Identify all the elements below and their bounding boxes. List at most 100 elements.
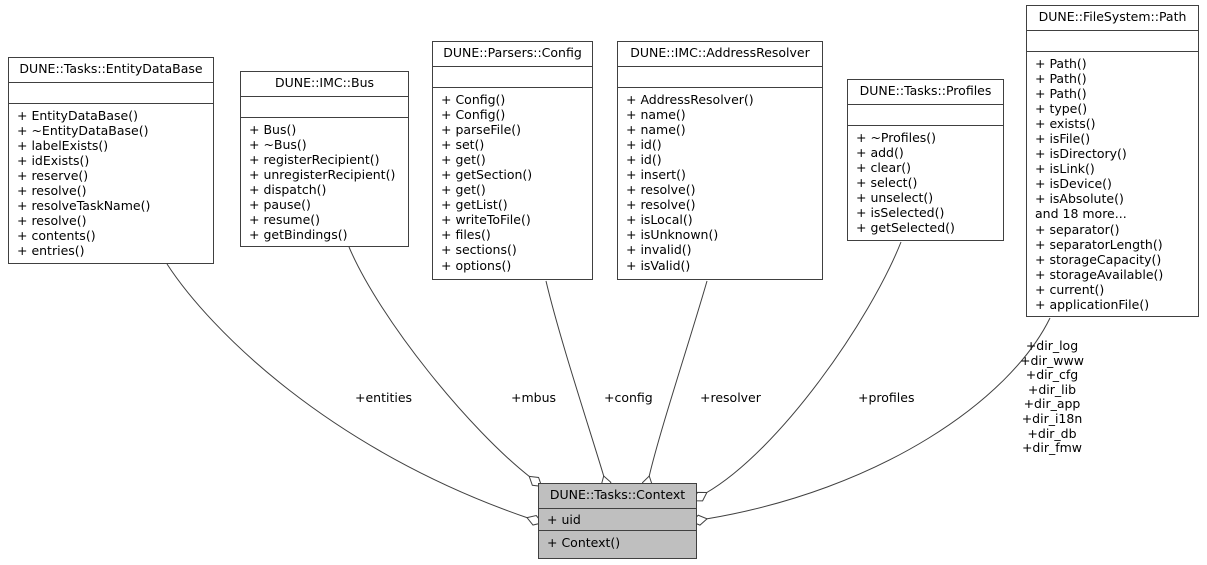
class-operation: + isDevice() (1035, 176, 1112, 192)
class-attributes (848, 105, 1003, 126)
class-operation: + ~Profiles() (856, 129, 937, 145)
class-attributes: + uid (539, 509, 696, 531)
class-attribute: + uid (547, 511, 581, 527)
class-title: DUNE::Tasks::Context (539, 484, 696, 509)
class-operation: + exists() (1035, 115, 1096, 131)
edge-label-line: +dir_db (1027, 425, 1077, 441)
class-operation: + storageCapacity() (1035, 251, 1162, 267)
uml-class-addressresolver[interactable]: DUNE::IMC::AddressResolver+ AddressResol… (617, 41, 823, 280)
class-operation: + applicationFile() (1035, 297, 1150, 312)
class-operation: + unregisterRecipient() (249, 166, 396, 182)
edge-line (545, 280, 605, 478)
class-operation: + resolveTaskName() (17, 198, 151, 214)
class-operation: + sections() (441, 242, 517, 258)
class-operation: + isAbsolute() (1035, 191, 1124, 207)
class-operation: + resolve() (626, 182, 696, 198)
class-operation: + Bus() (249, 121, 297, 137)
class-title: DUNE::Parsers::Config (433, 42, 592, 67)
edge-label-config: +config (604, 390, 653, 405)
class-operation: + Path() (1035, 55, 1087, 71)
uml-class-bus[interactable]: DUNE::IMC::Bus+ Bus()+ ~Bus()+ registerR… (240, 71, 409, 247)
edge-label-entities: +entities (355, 390, 413, 405)
class-operation: + resolve() (626, 197, 696, 213)
class-operation: + isLink() (1035, 161, 1095, 177)
class-operation: + EntityDataBase() (17, 107, 138, 123)
class-operation: + Path() (1035, 85, 1087, 101)
class-title: DUNE::Tasks::EntityDataBase (9, 58, 213, 83)
class-operation: + name() (626, 121, 686, 137)
class-operation: + writeToFile() (441, 212, 531, 228)
class-attributes (618, 67, 822, 88)
class-operation: + clear() (856, 159, 912, 175)
class-operation: + entries() (17, 243, 85, 259)
class-operation: + select() (856, 174, 918, 190)
edge-label-line: +dir_i18n (1021, 410, 1083, 426)
class-operation: + isUnknown() (626, 227, 719, 243)
class-operation: + Config() (441, 106, 506, 122)
class-operation: + unselect() (856, 189, 934, 205)
edge-label-mbus: +mbus (511, 390, 557, 405)
class-operation: + isFile() (1035, 130, 1091, 146)
class-operation: + files() (441, 227, 491, 243)
class-operations: + Bus()+ ~Bus()+ registerRecipient()+ un… (241, 118, 408, 248)
class-operation: + add() (856, 144, 904, 160)
class-attributes (1027, 31, 1198, 52)
uml-class-config[interactable]: DUNE::Parsers::Config+ Config()+ Config(… (432, 41, 593, 280)
edge-resolver (641, 280, 708, 493)
edge-label-line: +dir_lib (1027, 381, 1077, 397)
edge-label-dirs: +dir_log+dir_www+dir_cfg+dir_lib+dir_app… (1020, 338, 1084, 456)
class-operation: + isLocal() (626, 212, 693, 228)
class-operation: + labelExists() (17, 137, 109, 153)
class-operation: + isSelected() (856, 204, 945, 220)
class-operation: + options() (441, 257, 512, 273)
edge-dirs (690, 317, 1051, 526)
class-operation: + reserve() (17, 167, 89, 183)
edge-label-line: +dir_cfg (1025, 367, 1079, 383)
class-attributes (433, 67, 592, 88)
edge-line (705, 317, 1051, 520)
class-operation: + ~Bus() (249, 136, 307, 152)
edge-config (545, 280, 612, 493)
class-operations: + Context() (539, 531, 696, 555)
class-title: DUNE::IMC::Bus (241, 72, 408, 97)
class-operation: + Path() (1035, 70, 1087, 86)
class-operations: + Path()+ Path()+ Path()+ type()+ exists… (1027, 52, 1198, 318)
class-operations: + EntityDataBase()+ ~EntityDataBase()+ l… (9, 104, 213, 264)
uml-class-profiles[interactable]: DUNE::Tasks::Profiles+ ~Profiles()+ add(… (847, 79, 1004, 241)
edge-label-line: +dir_www (1020, 352, 1084, 368)
class-operation: + set() (441, 136, 485, 152)
class-operation: + storageAvailable() (1035, 266, 1164, 282)
class-operation: + type() (1035, 100, 1088, 116)
uml-class-context[interactable]: DUNE::Tasks::Context+ uid+ Context() (538, 483, 697, 559)
edge-label-line: +dir_app (1023, 396, 1081, 412)
class-operation: + pause() (249, 196, 311, 212)
class-attributes (241, 97, 408, 118)
class-operation: + insert() (626, 166, 686, 182)
edge-mbus (348, 246, 543, 487)
edge-line (348, 246, 531, 478)
edge-label-resolver: +resolver (700, 390, 761, 405)
class-operations: + AddressResolver()+ name()+ name()+ id(… (618, 88, 822, 278)
uml-class-entitydatabase[interactable]: DUNE::Tasks::EntityDataBase+ EntityDataB… (8, 57, 214, 264)
class-operation: + getBindings() (249, 227, 348, 243)
class-operation: + idExists() (17, 152, 90, 168)
class-operations: + Config()+ Config()+ parseFile()+ set()… (433, 88, 592, 278)
class-operation: + contents() (17, 228, 96, 244)
class-operation: + resume() (249, 212, 321, 228)
edge-line (648, 280, 708, 478)
class-operation: + dispatch() (249, 181, 327, 197)
class-operation: and 18 more... (1035, 206, 1127, 222)
class-title: DUNE::IMC::AddressResolver (618, 42, 822, 67)
class-operation: + get() (441, 182, 486, 198)
class-operation: + getSection() (441, 166, 533, 182)
class-operation: + separatorLength() (1035, 236, 1163, 252)
uml-class-path[interactable]: DUNE::FileSystem::Path+ Path()+ Path()+ … (1026, 5, 1199, 317)
class-operation: + parseFile() (441, 121, 522, 137)
class-operation: + registerRecipient() (249, 151, 380, 167)
class-operation: + id() (626, 136, 662, 152)
class-operation: + name() (626, 106, 686, 122)
class-title: DUNE::FileSystem::Path (1027, 6, 1198, 31)
class-operation: + id() (626, 151, 662, 167)
class-operation: + separator() (1035, 221, 1120, 237)
